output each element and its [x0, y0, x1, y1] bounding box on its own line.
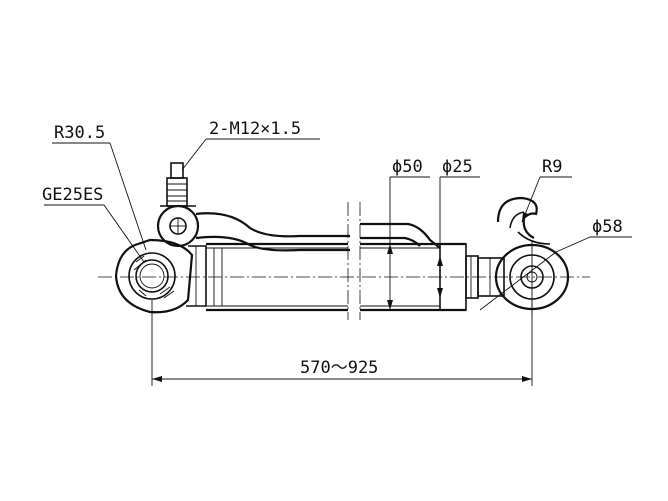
dimension-lines — [44, 138, 632, 386]
label-bearing: GE25ES — [42, 185, 103, 205]
label-rod-diameter: ϕ25 — [442, 157, 473, 177]
label-eye-diameter: ϕ58 — [592, 217, 623, 237]
label-stroke-range: 570～925 — [300, 358, 378, 378]
label-hook-radius: R9 — [542, 157, 562, 177]
break-lines — [347, 202, 361, 320]
label-r-ball: R30.5 — [54, 123, 105, 143]
label-port-thread: 2-M12×1.5 — [209, 119, 301, 139]
label-bore-diameter: ϕ50 — [392, 157, 423, 177]
cylinder-barrel — [206, 242, 479, 312]
port-fitting — [156, 162, 200, 248]
ball-joint-end — [114, 238, 207, 314]
